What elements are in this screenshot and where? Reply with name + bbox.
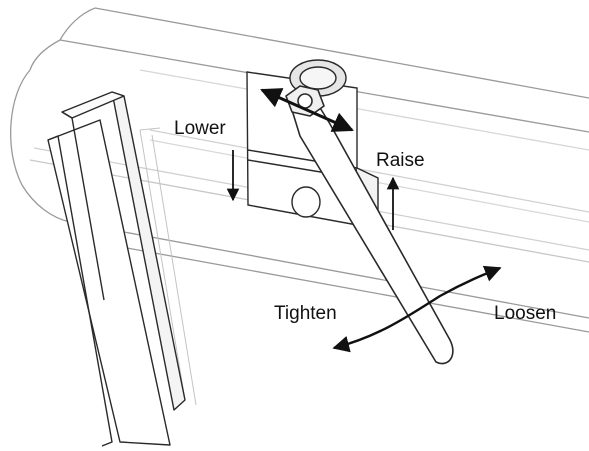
tighten-loosen-arrow	[332, 265, 502, 353]
pivot-double-arrow	[260, 88, 354, 132]
raise-label: Raise	[376, 150, 425, 171]
loosen-label: Loosen	[494, 303, 556, 324]
lower-label: Lower	[174, 118, 226, 139]
ghost-bracket	[139, 127, 197, 406]
tighten-label: Tighten	[274, 303, 337, 324]
i-beam-post	[47, 91, 186, 447]
